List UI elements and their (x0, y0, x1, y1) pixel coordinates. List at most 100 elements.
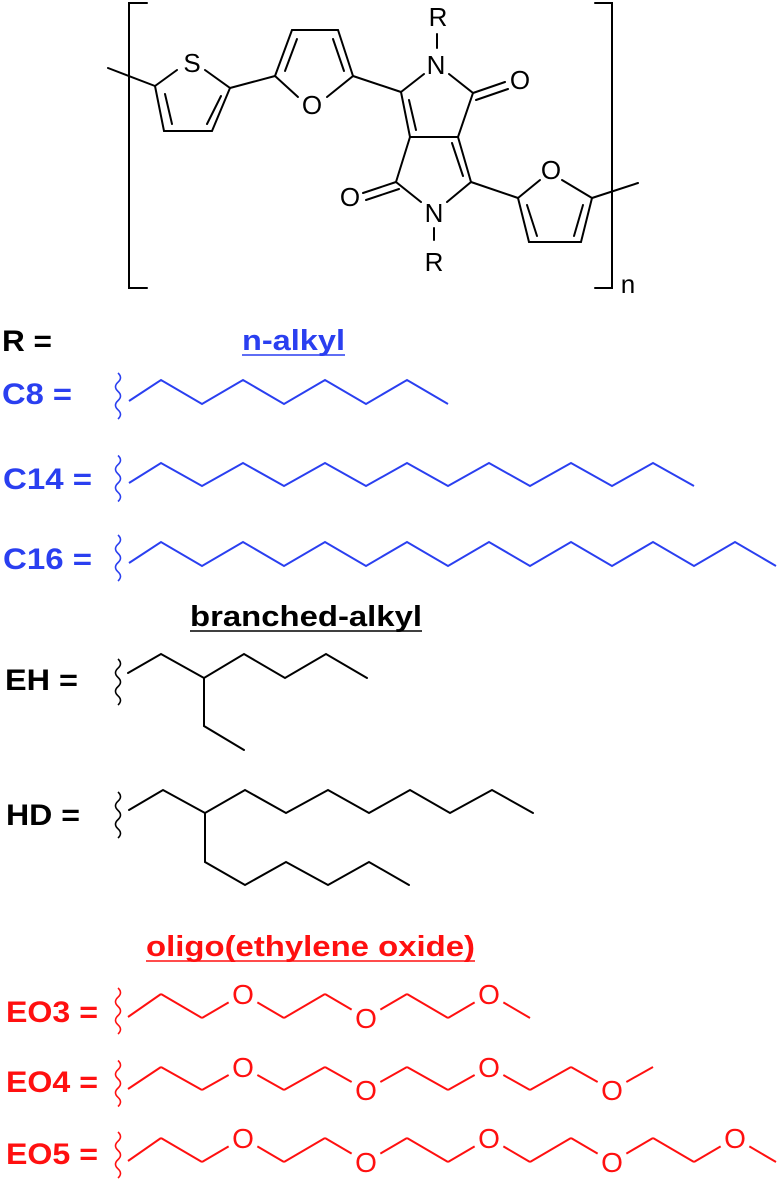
wavy-attachment-icon (114, 1059, 122, 1108)
branched-alkyl-section: branched-alkyl EH = HD = (5, 601, 534, 887)
r-group-bottom: R (425, 247, 444, 277)
right-bracket (594, 2, 613, 289)
sulfur-atom: S (183, 48, 200, 78)
oxygen-atom: O (355, 1147, 377, 1178)
bond (502, 1001, 531, 1019)
eh-label: EH = (5, 664, 78, 697)
n-alkyl-heading: n-alkyl (242, 325, 345, 357)
n-alkyl-section: n-alkyl C8 = C14 = C16 = (2, 325, 777, 582)
bond (502, 1145, 531, 1163)
bond (256, 1145, 285, 1163)
oxygen-atom: O (724, 1123, 746, 1154)
bond (447, 1001, 476, 1019)
bond (127, 1066, 162, 1090)
bond (447, 1074, 476, 1091)
alkyl-chain-16 (128, 540, 777, 568)
bond (379, 1137, 408, 1155)
bond (160, 993, 203, 1019)
furan-ring-2 (517, 179, 594, 243)
r-group-top: R (429, 2, 448, 32)
thiophene-ring (154, 69, 232, 132)
oxygen-atom: O (232, 1123, 254, 1154)
carbonyl-oxygen-right: O (510, 65, 530, 95)
wavy-attachment-icon (114, 658, 122, 706)
hexyldecyl-chain (128, 788, 534, 887)
bond (570, 1066, 599, 1083)
carbonyl-oxygen-left: O (340, 182, 360, 212)
oligo-ethylene-oxide-section: oligo(ethylene oxide) EO3 = EO4 = EO5 = … (6, 931, 777, 1179)
bond (406, 993, 449, 1019)
eo5-label: EO5 = (6, 1138, 98, 1171)
bond (693, 1145, 722, 1163)
oxygen-atom: O (601, 1147, 623, 1178)
eo-heading: oligo(ethylene oxide) (146, 931, 475, 963)
repeat-unit-core: S O N R O O N R O n (107, 2, 639, 299)
furan-dpp-bond (352, 75, 402, 93)
left-chain-end-bond (107, 67, 156, 87)
bond (201, 1001, 230, 1019)
bond (529, 1137, 572, 1163)
bond (201, 1145, 230, 1163)
eo-chain-3: OOO (127, 979, 531, 1034)
bond (256, 1074, 285, 1091)
alkyl-chain-14 (128, 461, 695, 488)
oxygen-atom: O (478, 1052, 500, 1083)
wavy-attachment-icon (114, 454, 122, 503)
furan-ring-1 (273, 29, 355, 98)
bond (748, 1145, 777, 1163)
dpp-furan-bond (470, 181, 519, 199)
bond (379, 993, 408, 1011)
right-chain-end-bond (591, 182, 639, 199)
bond (201, 1074, 230, 1091)
left-bracket (128, 2, 148, 289)
nitrogen-atom-bottom: N (425, 198, 444, 228)
wavy-attachment-icon (114, 1131, 122, 1179)
attachment-wavy-lines (114, 658, 122, 839)
bond (256, 1001, 285, 1019)
oxygen-atom: O (355, 1003, 377, 1034)
bond (324, 1066, 353, 1083)
bond (127, 1137, 162, 1162)
r-equals-label: R = (2, 325, 52, 358)
eo4-label: EO4 = (6, 1066, 98, 1099)
bonds (107, 2, 639, 289)
repeat-subscript: n (621, 269, 635, 299)
branched-alkyl-heading: branched-alkyl (190, 601, 422, 633)
bond (625, 1137, 654, 1155)
bond (570, 1137, 599, 1155)
bond (160, 1066, 203, 1091)
furan-oxygen-atom-2: O (541, 155, 561, 185)
thiophene-furan-bond (229, 75, 276, 89)
wavy-attachment-icon (114, 534, 122, 582)
wavy-attachment-icon (114, 987, 122, 1035)
c16-label: C16 = (3, 543, 92, 576)
oxygen-atom: O (232, 1052, 254, 1083)
eo3-label: EO3 = (6, 996, 98, 1029)
hd-label: HD = (6, 799, 80, 832)
oxygen-atom: O (232, 979, 254, 1010)
furan-oxygen-atom: O (302, 90, 322, 120)
bond (652, 1137, 695, 1163)
bond (529, 1066, 572, 1091)
bond (127, 993, 162, 1018)
bond (406, 1137, 449, 1163)
bond (324, 1137, 353, 1155)
bond (502, 1074, 531, 1091)
c8-label: C8 = (2, 378, 72, 411)
bond (406, 1066, 449, 1091)
ethylhexyl-chain (127, 652, 368, 751)
c14-label: C14 = (3, 463, 92, 496)
bond (160, 1137, 203, 1163)
wavy-attachment-icon (114, 791, 122, 839)
bond (283, 993, 326, 1019)
nitrogen-atom-top: N (427, 50, 446, 80)
oxygen-atom: O (478, 979, 500, 1010)
bond (447, 1145, 476, 1163)
oxygen-atom: O (601, 1075, 623, 1106)
bond (379, 1066, 408, 1083)
wavy-attachment-icon (114, 372, 122, 420)
